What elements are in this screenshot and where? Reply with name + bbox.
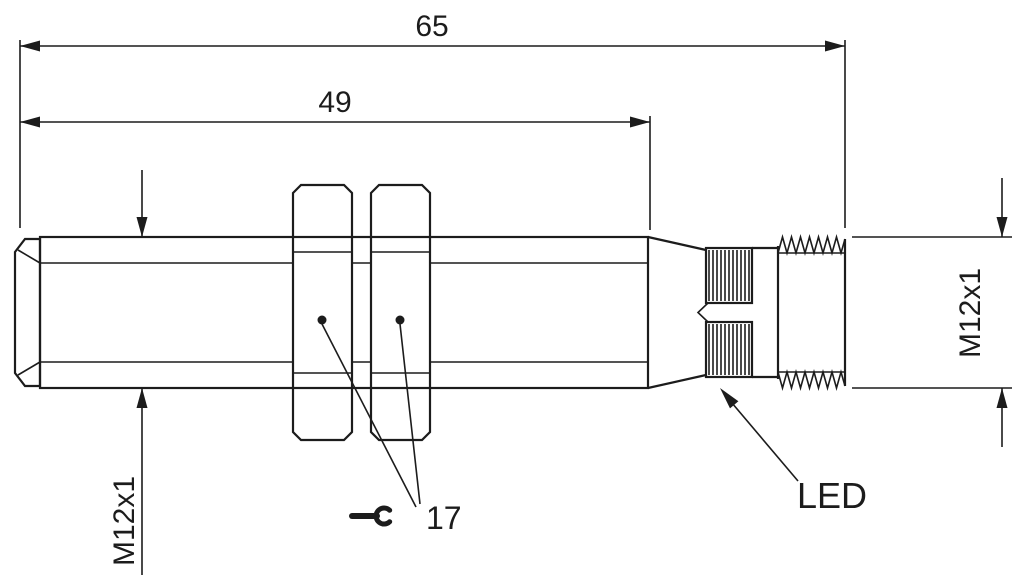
- sensor-tip: [13, 237, 42, 388]
- cone-notch: [696, 302, 709, 323]
- thread-profile-bottom: [777, 369, 846, 391]
- sensor-barrel: [38, 235, 650, 390]
- led-leader-line: [731, 402, 799, 482]
- cone-top: [647, 235, 707, 252]
- knurl-section: [704, 246, 754, 379]
- body-length-label: 49: [318, 86, 351, 119]
- dimension-thread-left: M12x1: [108, 170, 148, 575]
- dimension-thread-right: M12x1: [852, 178, 1012, 447]
- arrowhead-down-icon: [996, 217, 1008, 237]
- wrench-icon: [349, 505, 393, 527]
- tip-chamfer-bottom: [17, 361, 41, 376]
- thread-left-label: M12x1: [108, 476, 141, 566]
- knurl-top-band: [704, 246, 754, 305]
- nut-center-dot: [395, 315, 405, 325]
- tip-chamfer-top: [17, 249, 41, 264]
- arrowhead-up-icon: [136, 388, 148, 408]
- led-label: LED: [797, 475, 867, 516]
- thread-right-label: M12x1: [954, 268, 987, 358]
- led-arrowhead-icon: [720, 388, 739, 409]
- leader-line-2: [399, 323, 421, 505]
- connector-thread: [777, 234, 847, 391]
- arrowhead-left-icon: [20, 116, 40, 128]
- wrench-size-label: 17: [426, 500, 462, 536]
- knurl-bottom-hatching: [708, 324, 750, 375]
- wrench-size-callout: 17: [321, 323, 462, 536]
- arrowhead-down-icon: [136, 217, 148, 237]
- barrel-outline: [38, 235, 650, 390]
- nut-outline: [369, 183, 432, 442]
- nut-outline: [291, 183, 354, 442]
- arrowhead-left-icon: [20, 40, 40, 52]
- hex-nut-1: [291, 183, 354, 442]
- connector-neck: [752, 246, 780, 379]
- dimension-body-length: 49: [20, 86, 651, 230]
- dimension-overall-length: 65: [19, 10, 846, 228]
- arrowhead-right-icon: [630, 116, 650, 128]
- led-callout: LED: [720, 388, 867, 516]
- overall-length-label: 65: [415, 10, 448, 43]
- thread-profile-top: [777, 234, 846, 256]
- arrowhead-right-icon: [825, 40, 845, 52]
- knurl-bottom-band: [704, 320, 754, 379]
- nut-center-dot: [317, 315, 327, 325]
- cone-bottom: [647, 373, 707, 390]
- arrowhead-up-icon: [996, 388, 1008, 408]
- hex-nut-2: [369, 183, 432, 442]
- cone-section: [647, 235, 709, 390]
- leader-line-1: [321, 323, 417, 508]
- knurl-top-hatching: [708, 250, 750, 301]
